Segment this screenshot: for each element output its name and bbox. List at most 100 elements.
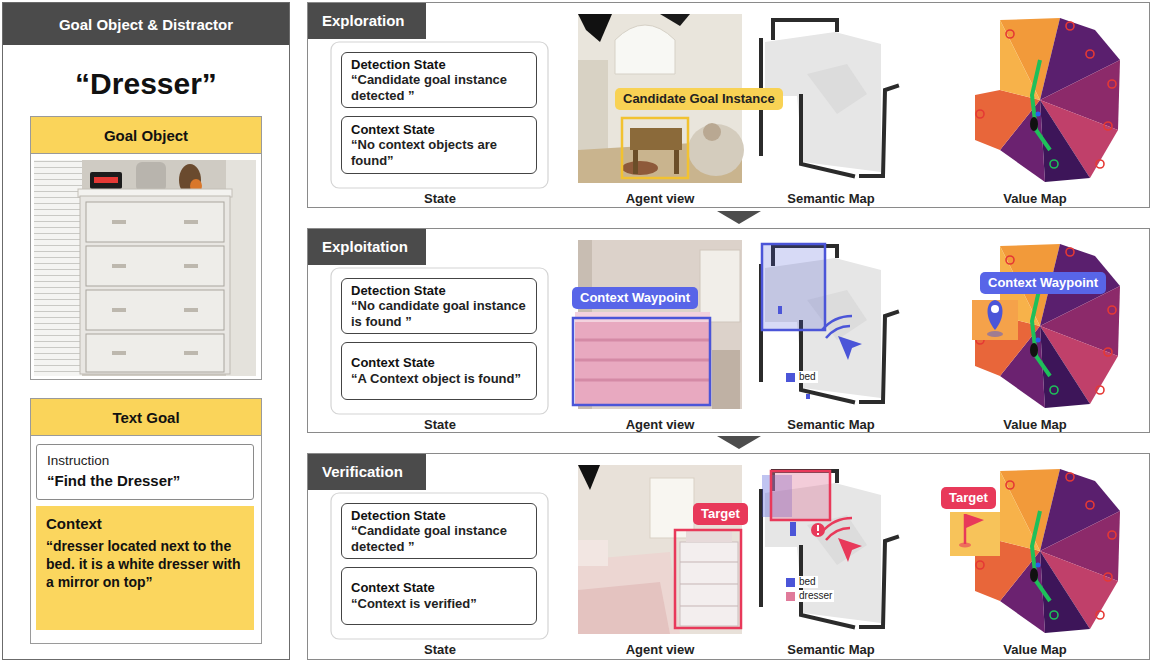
state-title: Detection State: [351, 508, 527, 524]
stage-tab: Exploitation: [308, 229, 426, 265]
goal-object-photo-part: [34, 160, 82, 376]
semantic-map-part: [762, 244, 825, 330]
legend-row: bed: [784, 371, 818, 383]
legend-text: bed: [799, 371, 816, 383]
value-map-part: [964, 514, 967, 544]
semantic-map-part: [806, 394, 810, 399]
legend-text: bed: [799, 576, 816, 588]
view-label: Agent view: [580, 417, 740, 433]
callout-tag: Context Waypoint: [572, 287, 698, 309]
agent-view-photo-part: [578, 14, 612, 42]
state-title: Context State: [351, 122, 527, 138]
callout-tag: Target: [941, 487, 996, 509]
semantic-map-part: [817, 533, 819, 535]
view-label: Semantic Map: [751, 642, 911, 658]
agent-view-photo-part: [575, 340, 710, 380]
value-map: [950, 469, 1120, 633]
agent-view-photo-part: [578, 60, 608, 160]
goal-object-photo-part-part: [112, 308, 126, 312]
goal-object-box: Goal Object: [30, 116, 262, 380]
semantic-map: [761, 471, 897, 627]
value-map: [975, 18, 1120, 182]
panel-header: Goal Object & Distractor: [3, 3, 289, 45]
goal-object-photo-part-part: [112, 351, 126, 355]
goal-object-photo-part-part: [86, 334, 224, 372]
value-map: [972, 244, 1120, 408]
state-body: “No candidate goal instance is found ”: [351, 298, 527, 329]
callout-tag: Target: [693, 503, 748, 525]
agent-view-photo-part: [578, 465, 600, 490]
state-body: “Candidate goal instance detected ”: [351, 523, 527, 554]
state-body: “No context objects are found”: [351, 137, 527, 168]
view-label: Agent view: [580, 191, 740, 207]
goal-object-photo-part: [112, 220, 198, 355]
state-box: Detection State“No candidate goal instan…: [341, 278, 537, 334]
agent-view-photo-part: [660, 14, 690, 26]
context-box: Context “dresser located next to the bed.…: [36, 506, 254, 630]
state-container-part: [331, 42, 548, 188]
box-body: “dresser located next to the bed. it is …: [46, 537, 244, 592]
box-header: Text Goal: [31, 399, 261, 436]
flow-arrow: [717, 211, 761, 224]
view-label: Value Map: [955, 642, 1115, 658]
semantic-map-part: [790, 522, 796, 536]
value-map-part: [966, 514, 984, 528]
state-title: Context State: [351, 355, 527, 371]
state-title: Context State: [351, 580, 527, 596]
goal-object-photo-part-part: [184, 351, 198, 355]
legend-swatch: [786, 373, 795, 382]
view-label: Value Map: [955, 191, 1115, 207]
agent-view-photo-part: [578, 540, 608, 566]
goal-object-photo-part: [136, 162, 166, 192]
agent-view-photo-part: [622, 118, 688, 178]
view-label: State: [360, 417, 520, 433]
goal-object-photo: [34, 160, 256, 376]
state-container-part: [331, 493, 548, 639]
legend-swatch: [786, 578, 795, 587]
value-map-part: [959, 543, 971, 548]
state-box: Context State“A Context object is found”: [341, 342, 537, 400]
callout-tag: Candidate Goal Instance: [615, 88, 783, 110]
state-box: Context State“Context is verified”: [341, 567, 537, 625]
agent-view-photo-part: [680, 562, 738, 606]
state-box: Context State“No context objects are fou…: [341, 116, 537, 174]
tag-text: Context Waypoint: [988, 275, 1098, 291]
stage-panel: VerificationDetection State“Candidate go…: [307, 453, 1150, 660]
state-container: [331, 42, 548, 639]
semantic-map-part: [838, 538, 862, 562]
agent-view-photo-part: [615, 25, 675, 74]
box-body: “Find the Dresser”: [47, 472, 243, 491]
agent-view-photo-part: [680, 542, 738, 626]
tag-text: Candidate Goal Instance: [623, 91, 775, 107]
state-body: “Context is verified”: [351, 596, 527, 612]
agent-view-photo-part: [622, 161, 658, 175]
agent-view-photo-part: [686, 530, 732, 542]
box-title: Instruction: [47, 453, 243, 470]
box-header: Goal Object: [31, 117, 261, 154]
flow-arrow: [717, 436, 761, 449]
agent-view-photo-part: [703, 123, 721, 141]
agent-view-photo-part: [575, 318, 710, 405]
goal-object-photo-part-part: [184, 264, 198, 268]
legend-swatch: [786, 592, 795, 601]
agent-view-photo: [578, 465, 742, 634]
callout-tag: Context Waypoint: [980, 272, 1106, 294]
semantic-map-part: [838, 336, 862, 360]
stage-tab: Verification: [308, 454, 426, 490]
state-box: Detection State“Candidate goal instance …: [341, 503, 537, 559]
box-title: Context: [46, 514, 244, 534]
goal-object-photo-part-part: [86, 246, 224, 286]
stage-panel: ExplorationDetection State“Candidate goa…: [307, 2, 1150, 208]
agent-view-photo-part: [700, 250, 740, 322]
view-label: Value Map: [955, 417, 1115, 433]
goal-object-photo-part-part: [184, 220, 198, 224]
goal-object-photo-part-part: [112, 220, 126, 224]
stage-panel: ExploitationDetection State“No candidate…: [307, 228, 1150, 433]
goal-object-photo-part: [90, 172, 122, 189]
goal-panel: Goal Object & Distractor“Dresser”Goal Ob…: [2, 2, 290, 660]
semantic-map: [761, 244, 897, 402]
goal-object-photo-part-part: [184, 308, 198, 312]
goal-object-photo-part: [80, 196, 230, 374]
agent-view-photo-part-part: [680, 584, 738, 585]
agent-view-photo-part: [578, 465, 742, 634]
